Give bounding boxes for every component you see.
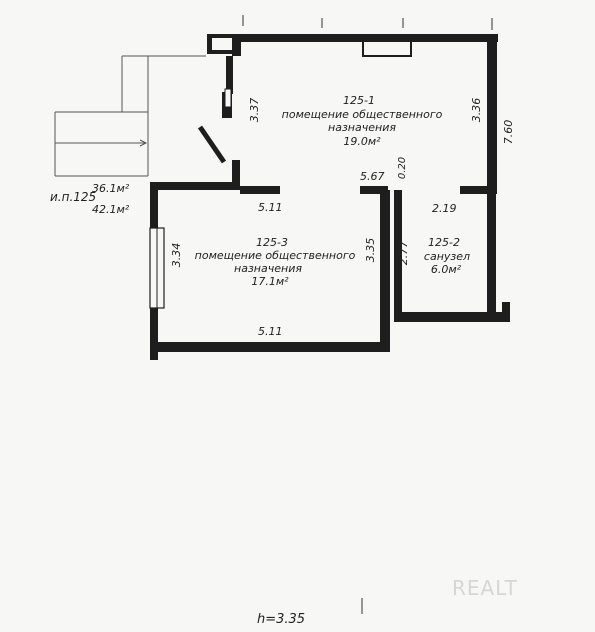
dim-5-11-bottom: 5.11 (258, 325, 283, 338)
dim-7-60: 7.60 (502, 120, 515, 145)
dim-0-20: 0.20 (397, 157, 408, 179)
room-125-2-name: санузел (424, 250, 470, 263)
room-125-1-name-line1: помещение общественного (282, 108, 443, 121)
area-total: 42.1м² (92, 203, 130, 216)
dim-2-77: 2.77 (397, 241, 410, 266)
dim-2-19: 2.19 (432, 202, 457, 215)
unit-label: и.п.125 (50, 190, 96, 204)
area-main: 36.1м² (92, 182, 130, 195)
dim-3-34: 3.34 (170, 243, 183, 268)
room-125-3-area: 17.1м² (251, 275, 289, 288)
dim-5-67: 5.67 (360, 170, 385, 183)
watermark-logo: REALT (452, 576, 518, 600)
dim-3-35: 3.35 (364, 238, 377, 263)
room-125-2-id: 125-2 (428, 236, 460, 249)
room-125-3-name-line1: помещение общественного (195, 249, 356, 262)
ceiling-height: h=3.35 (257, 612, 306, 627)
dim-5-11-top: 5.11 (258, 201, 283, 214)
room-125-1-name-line2: назначения (328, 121, 396, 134)
room-125-2-area: 6.0м² (431, 263, 462, 276)
dim-3-36: 3.36 (470, 98, 483, 123)
top-ticks (242, 15, 493, 30)
entrance-lines (54, 55, 206, 177)
room-125-3-id: 125-3 (256, 236, 288, 249)
fixtures (224, 39, 412, 108)
dim-3-37: 3.37 (248, 98, 261, 123)
room-125-3-name-line2: назначения (234, 262, 302, 275)
room-125-1-area: 19.0м² (343, 135, 381, 148)
walls (149, 34, 510, 360)
room-125-1-id: 125-1 (343, 94, 375, 107)
